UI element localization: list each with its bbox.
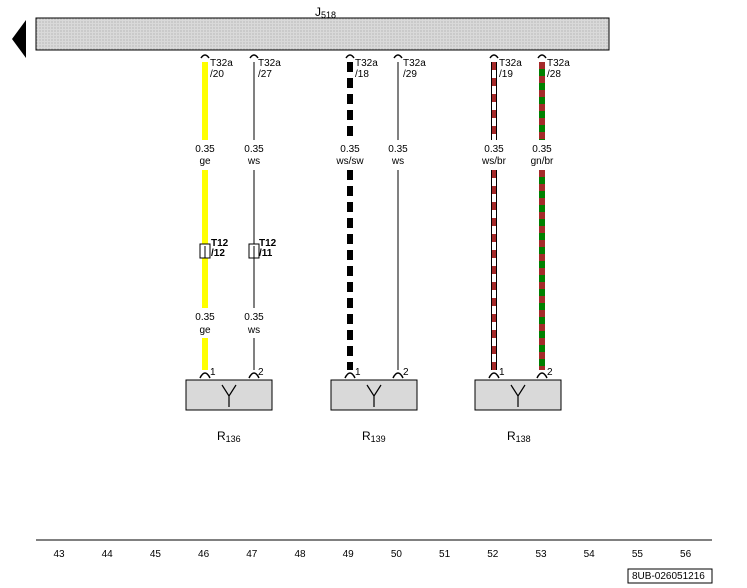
- terminal-icon: [392, 372, 404, 379]
- pin-label: T32a: [355, 58, 378, 69]
- column-number: 53: [535, 549, 547, 560]
- connector-label: T12: [259, 238, 277, 249]
- wire-color: ws: [391, 156, 404, 167]
- column-number: 49: [343, 549, 355, 560]
- pin-label: T32a: [403, 58, 426, 69]
- terminal-number: 1: [210, 367, 216, 378]
- wire-gauge: 0.35: [195, 312, 215, 323]
- pin-contact-icon: [200, 54, 210, 59]
- wire-t32a-18: T32a /18 0.35 ws/sw 1: [335, 54, 378, 379]
- pin-contact-icon: [249, 54, 259, 59]
- antenna-icon: [221, 384, 237, 407]
- wire-gauge: 0.35: [340, 144, 360, 155]
- wire-gauge: 0.35: [244, 144, 264, 155]
- column-number: 43: [53, 549, 65, 560]
- pin-label: T32a: [499, 58, 522, 69]
- terminal-icon: [248, 372, 260, 379]
- doc-id-box: [627, 568, 713, 584]
- wire-t32a-27: T32a /27 0.35 ws T12 /11 0.35 ws 2: [244, 54, 281, 379]
- column-number: 46: [198, 549, 210, 560]
- terminal-number: 2: [403, 367, 409, 378]
- component-label: R139: [362, 429, 386, 444]
- antenna-icon: [510, 384, 526, 407]
- antenna-icon: [366, 384, 382, 407]
- wire-color: ws/sw: [335, 156, 364, 167]
- terminal-number: 1: [499, 367, 505, 378]
- wire-color: ge: [199, 156, 211, 167]
- pin-number: /29: [403, 69, 417, 80]
- wire-color: ws: [247, 156, 260, 167]
- column-number: 56: [680, 549, 692, 560]
- connector-number: /12: [211, 248, 225, 259]
- terminal-number: 2: [258, 367, 264, 378]
- wire-t32a-20: T32a /20 0.35 ge T12 /12 0.35 ge 1: [195, 54, 233, 379]
- column-numbers: 43 44 45 46 47 48 49 50 51 52 53 54 55 56: [53, 549, 691, 560]
- pin-label: T32a: [547, 58, 570, 69]
- column-number: 44: [102, 549, 114, 560]
- pin-number: /18: [355, 69, 369, 80]
- terminal-icon: [344, 372, 356, 379]
- terminal-icon: [199, 372, 211, 379]
- pin-number: /28: [547, 69, 561, 80]
- column-number: 45: [150, 549, 162, 560]
- wire-t32a-28: T32a /28 0.35 gn/br 2: [531, 54, 570, 379]
- doc-id: 8UB-026051216: [632, 571, 705, 582]
- control-unit-label: J518: [315, 5, 336, 20]
- pin-contact-icon: [489, 54, 499, 59]
- wire-color: ws/br: [481, 156, 507, 167]
- column-number: 55: [632, 549, 644, 560]
- component-label: R136: [217, 429, 241, 444]
- back-arrow-icon[interactable]: [12, 20, 26, 58]
- wire-gauge: 0.35: [532, 144, 552, 155]
- column-number: 52: [487, 549, 499, 560]
- wire-color: ws: [247, 325, 260, 336]
- pin-label: T32a: [258, 58, 281, 69]
- connector-number: /11: [259, 248, 273, 259]
- wire-gauge: 0.35: [484, 144, 504, 155]
- column-number: 48: [294, 549, 306, 560]
- pin-number: /19: [499, 69, 513, 80]
- component-r138[interactable]: R138: [474, 379, 562, 444]
- pin-number: /20: [210, 69, 224, 80]
- column-number: 50: [391, 549, 403, 560]
- column-number: 47: [246, 549, 258, 560]
- component-r139[interactable]: R139: [330, 379, 418, 444]
- terminal-number: 1: [355, 367, 361, 378]
- connector-label: T12: [211, 238, 229, 249]
- wire-gauge: 0.35: [244, 312, 264, 323]
- column-number: 51: [439, 549, 451, 560]
- component-label: R138: [507, 429, 531, 444]
- wire-gauge: 0.35: [195, 144, 215, 155]
- column-number: 54: [584, 549, 596, 560]
- wire-color: ge: [199, 325, 211, 336]
- terminal-number: 2: [547, 367, 553, 378]
- wire-color: gn/br: [531, 156, 554, 167]
- control-unit-box: [35, 17, 610, 51]
- wire-gauge: 0.35: [388, 144, 408, 155]
- wire-t32a-29: T32a /29 0.35 ws 2: [388, 54, 426, 379]
- pin-contact-icon: [345, 54, 355, 59]
- terminal-icon: [536, 372, 548, 379]
- pin-contact-icon: [537, 54, 547, 59]
- pin-contact-icon: [393, 54, 403, 59]
- pin-label: T32a: [210, 58, 233, 69]
- terminal-icon: [488, 372, 500, 379]
- component-r136[interactable]: R136: [185, 379, 273, 444]
- wire-t32a-19: T32a /19 0.35 ws/br 1: [481, 54, 522, 379]
- pin-number: /27: [258, 69, 272, 80]
